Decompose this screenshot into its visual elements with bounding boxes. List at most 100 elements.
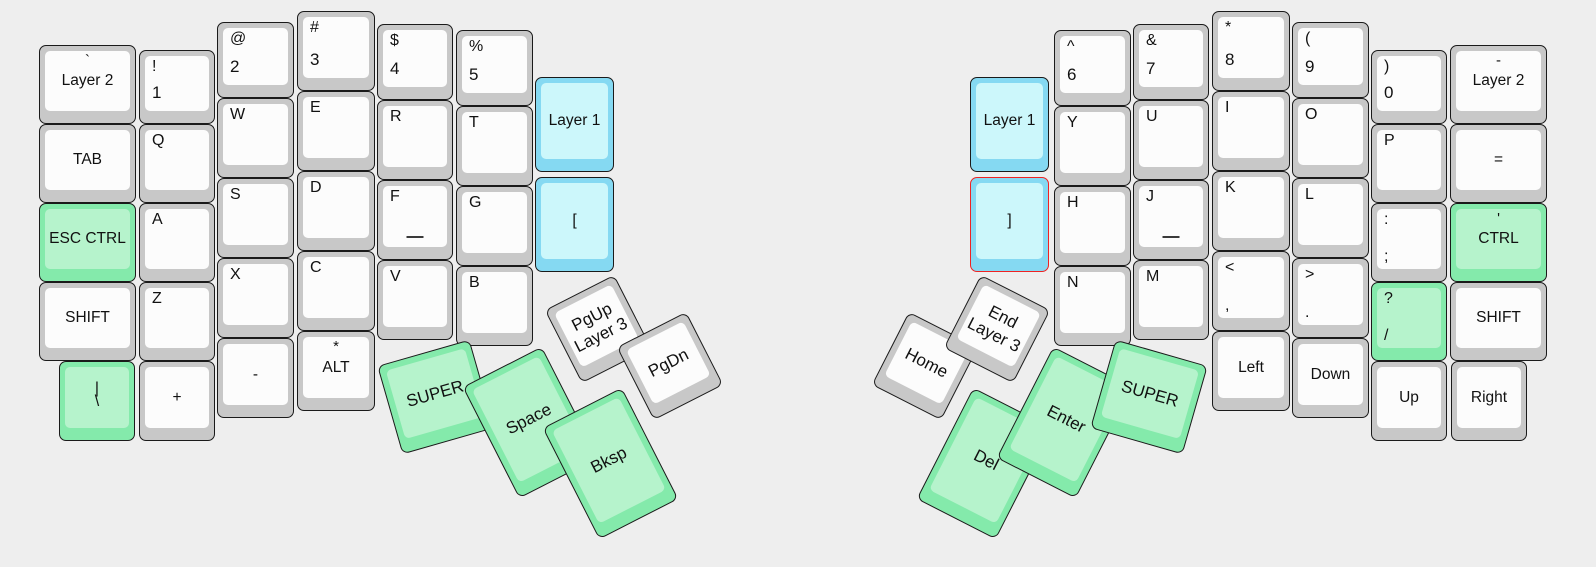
key-legend-top: * [333,338,339,355]
key-l-r4-c2[interactable]: Z [139,282,215,361]
key-r-r2-c6[interactable]: P [1371,124,1447,203]
key-r-r5-c5[interactable]: Down [1292,338,1369,418]
key-l-r1-c6[interactable]: %5 [456,30,533,106]
keycap-face: SUPER [1100,348,1200,440]
key-legend-lower: 9 [1305,57,1315,76]
key-l-r3-c2[interactable]: A [139,203,215,282]
key-legend-topleft: G [469,194,482,211]
key-r-r4-c6[interactable]: ?/ [1371,282,1447,361]
key-legend-upper: ! [152,58,157,75]
keycap-face: ESC CTRL [45,209,130,269]
key-legend-center: SUPER [1119,376,1181,411]
key-legend-topleft: F [390,188,400,205]
key-legend-top: - [1496,52,1501,69]
key-r-r2-c1[interactable]: ] [970,177,1049,272]
key-r-r2-c2[interactable]: Y [1054,106,1131,186]
key-l-r2-c5[interactable]: R [377,100,453,180]
key-r-r2-c7[interactable]: = [1450,124,1547,203]
key-l-r5-c1[interactable]: |\ [59,361,135,441]
key-r-r2-c4[interactable]: I [1212,91,1290,171]
key-legend-center: [ [572,212,577,230]
key-l-r4-c6[interactable]: B [456,266,533,346]
key-legend-lower: 2 [230,57,240,76]
key-l-r2-c4[interactable]: E [297,91,375,171]
keycap-face: X [223,264,288,325]
key-legend-upper: ) [1384,58,1390,75]
key-l-r2-c3[interactable]: W [217,98,294,178]
key-l-r2-c7[interactable]: [ [535,177,614,272]
keycap-face: W [223,104,288,165]
keycap-face: C [303,257,369,318]
key-r-r2-c3[interactable]: U [1133,100,1209,180]
keycap-face: A [145,209,209,269]
key-legend-topleft: O [1305,106,1318,123]
keycap-face: &7 [1139,30,1203,87]
homing-bar-indicator [1162,236,1180,238]
keycap-face: K [1218,177,1284,238]
key-l-r2-c6[interactable]: T [456,106,533,186]
keycap-face: Z [145,288,209,348]
key-r-r1-c3[interactable]: &7 [1133,24,1209,100]
key-r-r3-c6[interactable]: :; [1371,203,1447,282]
key-legend-topleft: B [469,274,480,291]
key-r-r1-c2[interactable]: ^6 [1054,30,1131,106]
keycap-face: + [145,367,209,428]
key-r-r1-c6[interactable]: )0 [1371,50,1447,124]
keycap-face: <, [1218,257,1284,318]
key-l-r3-c5[interactable]: F [377,180,453,260]
keycap-face: [ [541,183,608,259]
key-l-r2-c1[interactable]: TAB [39,124,136,203]
key-r-r5-c4[interactable]: Left [1212,331,1290,411]
keycap-face: ?/ [1377,288,1441,348]
key-r-r1-c7[interactable]: -Layer 2 [1450,45,1547,124]
key-legend-topleft: Z [152,290,162,307]
key-legend-topleft: M [1146,268,1160,285]
key-legend-top: ` [85,52,90,69]
key-r-r3-c2[interactable]: H [1054,186,1131,266]
key-l-r5-c2[interactable]: + [139,361,215,441]
key-l-r5-c3[interactable]: - [217,338,294,418]
key-legend-topleft: Q [152,132,165,149]
key-l-r5-c4[interactable]: *ALT [297,331,375,411]
key-r-r3-c7[interactable]: 'CTRL [1450,203,1547,282]
key-legend-bottomleft: ; [1384,248,1389,265]
key-l-r1-c7[interactable]: Layer 1 [535,77,614,172]
key-l-r4-c3[interactable]: X [217,258,294,338]
key-l-r3-c3[interactable]: S [217,178,294,258]
key-r-r4-c3[interactable]: M [1133,260,1209,340]
key-legend-center: TAB [73,151,102,169]
key-legend-bottomleft: / [1384,327,1389,344]
key-l-r4-c5[interactable]: V [377,260,453,340]
key-l-r3-c4[interactable]: D [297,171,375,251]
key-legend-center: CTRL [1478,230,1519,248]
key-l-r4-c1[interactable]: SHIFT [39,282,136,361]
key-l-r1-c3[interactable]: @2 [217,22,294,98]
key-r-r3-c3[interactable]: J [1133,180,1209,260]
key-legend-center: Home [902,344,952,382]
key-l-r2-c2[interactable]: Q [139,124,215,203]
key-r-t-super[interactable]: SUPER [1090,339,1208,455]
key-r-r4-c2[interactable]: N [1054,266,1131,346]
key-l-r1-c1[interactable]: `Layer 2 [39,45,136,124]
key-r-r4-c7[interactable]: SHIFT [1450,282,1547,361]
key-r-r3-c4[interactable]: K [1212,171,1290,251]
key-l-r3-c6[interactable]: G [456,186,533,266]
key-l-r1-c4[interactable]: #3 [297,11,375,91]
key-r-r1-c1[interactable]: Layer 1 [970,77,1049,172]
key-r-r1-c4[interactable]: *8 [1212,11,1290,91]
key-r-r5-c6[interactable]: Up [1371,361,1447,441]
key-l-r3-c1[interactable]: ESC CTRL [39,203,136,282]
key-l-r4-c4[interactable]: C [297,251,375,331]
key-r-r4-c4[interactable]: <, [1212,251,1290,331]
keycap-face: M [1139,266,1203,327]
key-r-r1-c5[interactable]: (9 [1292,22,1369,98]
key-legend-center: + [172,388,182,406]
key-r-r4-c5[interactable]: >. [1292,258,1369,338]
key-legend-center: Enter [1043,401,1089,438]
key-legend-topleft: H [1067,194,1079,211]
key-r-r3-c5[interactable]: L [1292,178,1369,258]
key-r-r2-c5[interactable]: O [1292,98,1369,178]
key-r-r5-c7[interactable]: Right [1451,361,1527,441]
key-l-r1-c5[interactable]: $4 [377,24,453,100]
key-l-r1-c2[interactable]: !1 [139,50,215,124]
